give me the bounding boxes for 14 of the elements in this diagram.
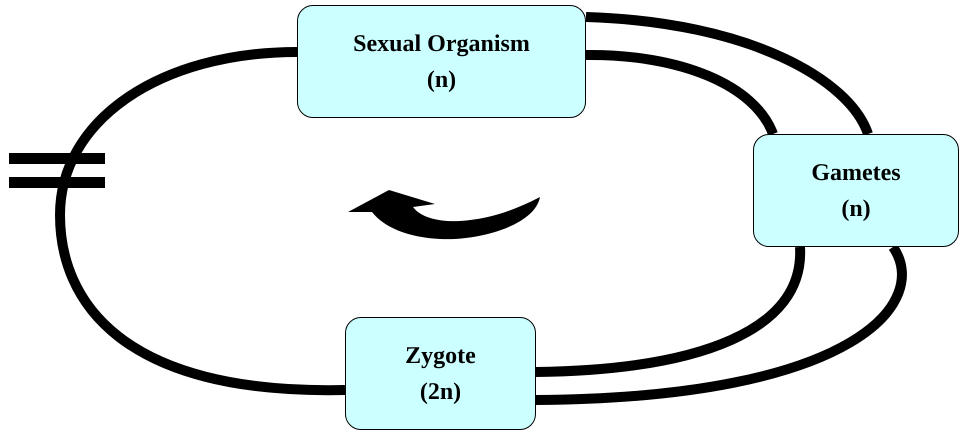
stage-label: Gametes <box>811 158 901 188</box>
connector-line <box>536 244 907 405</box>
connector-line <box>536 246 805 377</box>
stage-label: (n) <box>426 66 456 94</box>
stage-label: Zygote <box>405 342 476 370</box>
connector-line <box>55 47 346 395</box>
connector-line <box>586 50 778 136</box>
stage-label: (n) <box>841 194 871 224</box>
stage-box <box>345 317 536 430</box>
stage-label: Sexual Organism <box>353 30 530 58</box>
connector-line <box>586 12 873 136</box>
stage-label: (2n) <box>420 378 462 406</box>
stage-box <box>753 134 959 247</box>
stage-box <box>297 5 586 118</box>
